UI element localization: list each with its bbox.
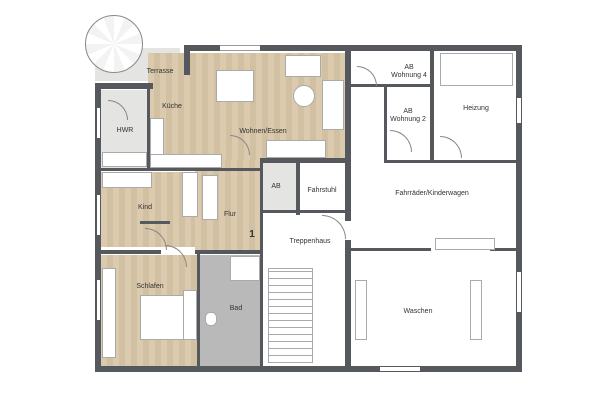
wall — [262, 210, 348, 213]
wall — [147, 88, 150, 168]
door[interactable] — [322, 215, 346, 239]
wall — [260, 158, 348, 163]
desk — [102, 172, 152, 188]
door[interactable] — [165, 245, 187, 267]
room-label-hwr: HWR — [116, 127, 134, 134]
wall — [184, 45, 522, 51]
wall — [351, 84, 432, 87]
washer — [102, 152, 147, 167]
bed — [140, 295, 185, 340]
wardrobe — [202, 175, 218, 220]
wardrobe — [182, 172, 198, 217]
label-line: AB — [403, 108, 413, 115]
wall — [351, 248, 431, 251]
label-line: AB — [404, 64, 414, 71]
wall — [101, 250, 161, 254]
wall — [140, 221, 170, 224]
sideboard — [266, 140, 326, 158]
wall — [195, 250, 263, 254]
room-label-bad: Bad — [229, 305, 243, 312]
window — [517, 98, 521, 123]
window — [380, 367, 420, 371]
window — [97, 108, 100, 138]
label-line: Wohnung 4 — [391, 72, 427, 79]
wall — [296, 160, 300, 215]
window — [517, 272, 521, 312]
room-label-terrasse: Terrasse — [146, 68, 174, 75]
room-label-kind: Kind — [137, 204, 153, 211]
wall — [101, 168, 261, 171]
wall — [260, 158, 263, 368]
unit-number: 1 — [249, 229, 255, 240]
room-label-fahrraeder: Fahrräder/Kinderwagen — [395, 190, 469, 197]
window — [97, 195, 100, 235]
wall — [95, 83, 153, 89]
wall — [345, 45, 351, 221]
room-label-schlafen: Schlafen — [136, 283, 164, 290]
room-label-ab: AB — [271, 183, 281, 190]
stairs — [268, 268, 313, 363]
door[interactable] — [440, 136, 462, 158]
label-line: Wohnung 2 — [390, 116, 426, 123]
door[interactable] — [357, 66, 377, 86]
wall — [516, 45, 522, 372]
round-table — [293, 85, 315, 107]
room-label-fahrstuhl: Fahrstuhl — [307, 187, 337, 194]
room-label-wohnen: Wohnen/Essen — [239, 128, 287, 135]
dining-table — [216, 70, 254, 102]
shower — [230, 256, 260, 281]
wall — [384, 160, 516, 163]
washing-machines — [435, 238, 495, 250]
parasol — [85, 15, 143, 73]
wall — [430, 48, 434, 163]
wall — [384, 86, 387, 162]
wall — [345, 240, 351, 370]
room-label-waschen: Waschen — [403, 308, 433, 315]
wardrobe — [102, 268, 116, 358]
sofa — [322, 80, 344, 130]
kitchen-counter — [150, 154, 222, 168]
wall — [197, 254, 200, 368]
wall — [95, 366, 522, 372]
ab-floor — [262, 163, 296, 211]
wall — [490, 248, 518, 251]
window — [97, 280, 100, 320]
room-label-kueche: Küche — [162, 103, 182, 110]
room-label-heizung: Heizung — [463, 105, 489, 112]
wardrobe — [183, 290, 197, 340]
sofa — [285, 55, 321, 77]
room-label-flur: Flur — [223, 211, 237, 218]
laundry-rack — [355, 280, 367, 340]
storage-unit — [440, 53, 513, 86]
laundry-rack — [470, 280, 482, 340]
wall — [184, 45, 190, 75]
door[interactable] — [390, 130, 412, 152]
toilet — [205, 312, 217, 326]
room-label-treppenhaus: Treppenhaus — [289, 238, 331, 245]
window — [220, 45, 260, 51]
